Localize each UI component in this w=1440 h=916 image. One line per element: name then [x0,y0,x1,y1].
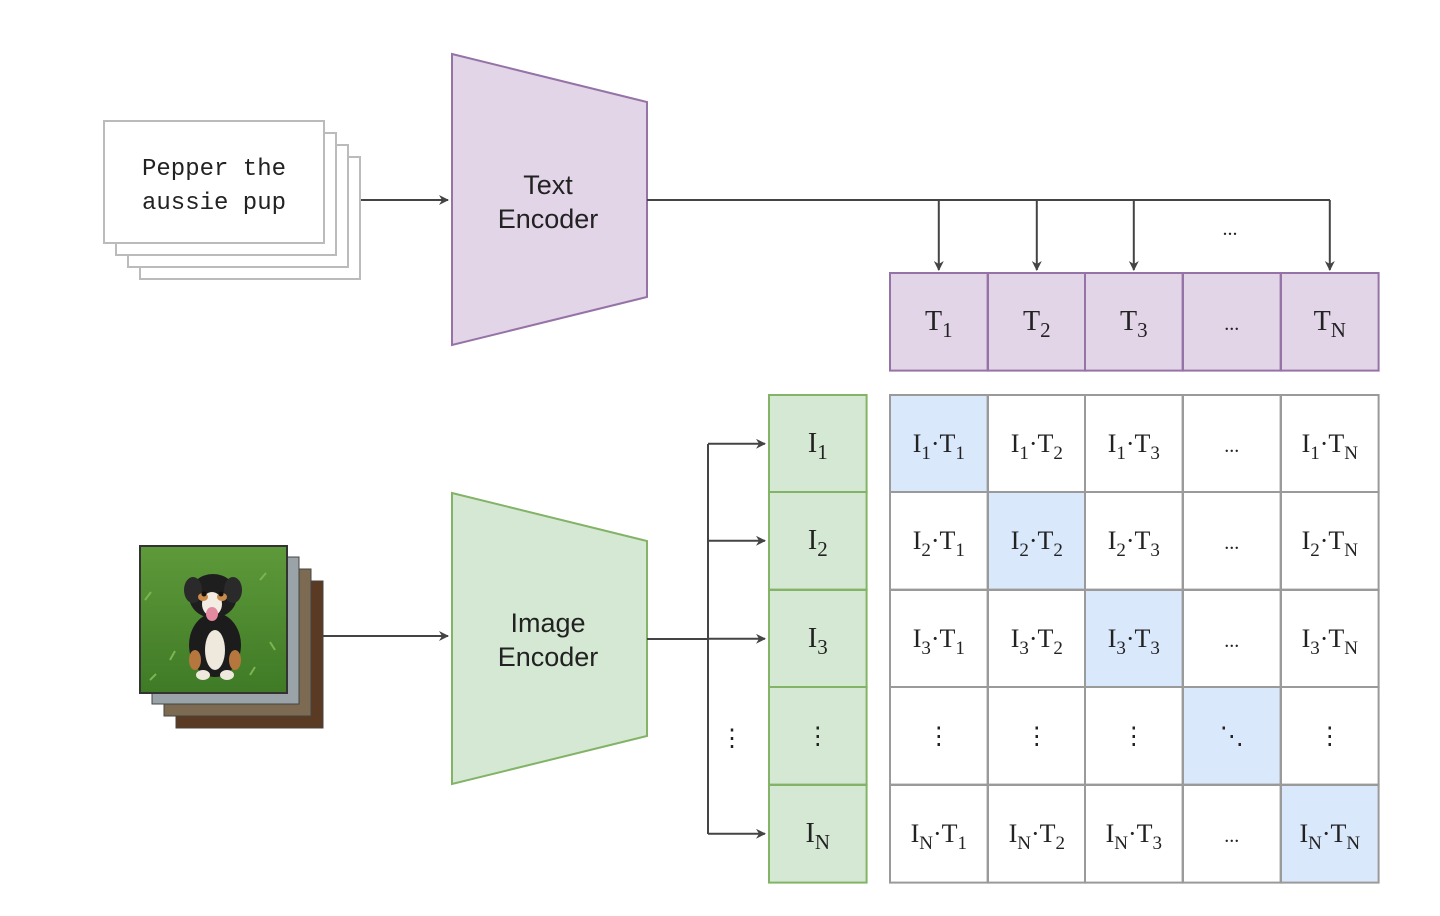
image-embedding-cell [768,784,868,884]
text-embedding-cell [987,272,1087,372]
matrix-cell-label: I2·T2 [1011,526,1063,561]
matrix-cell [1084,491,1184,591]
text-embedding-cell [1084,272,1184,372]
image-embedding-label: IN [806,818,831,854]
matrix-cell-label: I2·T1 [913,526,965,561]
matrix-cell-label: I3·T1 [913,624,965,659]
text-embedding-cell [889,272,989,372]
matrix-cell [987,394,1087,494]
text-encoder-shape [451,52,648,347]
image-arrow-ellipsis: ⋮ [720,726,744,752]
matrix-cell [889,589,989,689]
matrix-cell-label: I3·T3 [1108,624,1160,659]
image-embedding-label: I1 [808,428,828,464]
matrix-cell-label: ⋮ [1122,724,1146,750]
puppy-photo [139,545,288,694]
text-embedding-cell [1280,272,1380,372]
matrix-cell [1280,394,1380,494]
image-embedding-cell [768,686,868,786]
matrix-cell-label: I2·TN [1302,526,1359,561]
matrix-cell-label: I2·T3 [1108,526,1160,561]
text-embedding-label: ... [1224,313,1239,335]
matrix-cell-diagonal [1084,589,1184,689]
matrix-cell-diagonal [1280,784,1380,884]
text-input-card [103,120,325,244]
image-input-stack [139,545,324,729]
matrix-cell [1280,491,1380,591]
matrix-cell-label: IN·T3 [1106,819,1162,854]
matrix-cell-label: ... [1224,532,1239,554]
text-encoder-label-line1: Text [523,170,573,200]
image-encoder: Image Encoder [451,491,648,786]
matrix-cell-diagonal [889,394,989,494]
matrix-cell [1084,784,1184,884]
text-arrow-ellipsis: ... [1223,218,1238,240]
matrix-cell-label: I3·T2 [1011,624,1063,659]
image-embedding-label: I2 [808,525,828,561]
image-encoder-label-line1: Image [510,608,585,638]
matrix-cell-label: IN·T1 [911,819,967,854]
matrix-cell-label: ⋮ [1025,724,1049,750]
matrix-cell-label: ⋮ [1318,724,1342,750]
text-embedding-row: T1 T2 T3... TN [889,272,1380,372]
matrix-cell [889,686,989,786]
image-embedding-cell [768,394,868,494]
text-embedding-arrows [933,200,1335,271]
matrix-cell-label: I3·TN [1302,624,1359,659]
matrix-cell-label: I1·TN [1302,429,1359,464]
matrix-cell-label: ... [1224,630,1239,652]
matrix-cell-label: ... [1224,825,1239,847]
matrix-cell [889,491,989,591]
matrix-cell [987,686,1087,786]
similarity-matrix: I1·T1 I1·T2 I1·T3... I1·TN I2·T1 I2·T2 I2·T3..… [889,394,1380,884]
text-embedding-cell [1182,272,1282,372]
text-encoder: Text Encoder [451,52,648,347]
text-embedding-label: T2 [1023,306,1051,342]
image-embedding-arrows [708,438,766,839]
image-encoder-shape [451,491,648,786]
image-embedding-label: ⋮ [806,724,830,750]
image-encoder-label-line2: Encoder [498,642,599,672]
text-embedding-label: TN [1314,306,1346,342]
text-embedding-label: T3 [1120,306,1148,342]
matrix-cell-label: IN·T2 [1009,819,1065,854]
matrix-cell-label: I1·T3 [1108,429,1160,464]
image-embedding-label: I3 [808,623,828,659]
matrix-cell [987,784,1087,884]
matrix-cell [889,784,989,884]
matrix-cell-label: ⋮ [927,724,951,750]
matrix-cell [1280,686,1380,786]
matrix-cell-label: ⋱ [1220,724,1244,750]
matrix-cell [987,589,1087,689]
matrix-cell-label: I1·T2 [1011,429,1063,464]
matrix-cell-label: I1·T1 [913,429,965,464]
text-input-line-2: aussie pup [142,190,286,217]
matrix-cell-label: IN·TN [1299,819,1360,854]
matrix-cell [1182,784,1282,884]
text-encoder-label-line2: Encoder [498,204,599,234]
text-embedding-label: T1 [925,306,953,342]
text-input-stack: Pepper the aussie pup [103,120,361,280]
matrix-cell-label: ... [1224,435,1239,457]
matrix-cell [1182,491,1282,591]
text-input-line-1: Pepper the [142,156,286,183]
image-embedding-cell [768,589,868,689]
